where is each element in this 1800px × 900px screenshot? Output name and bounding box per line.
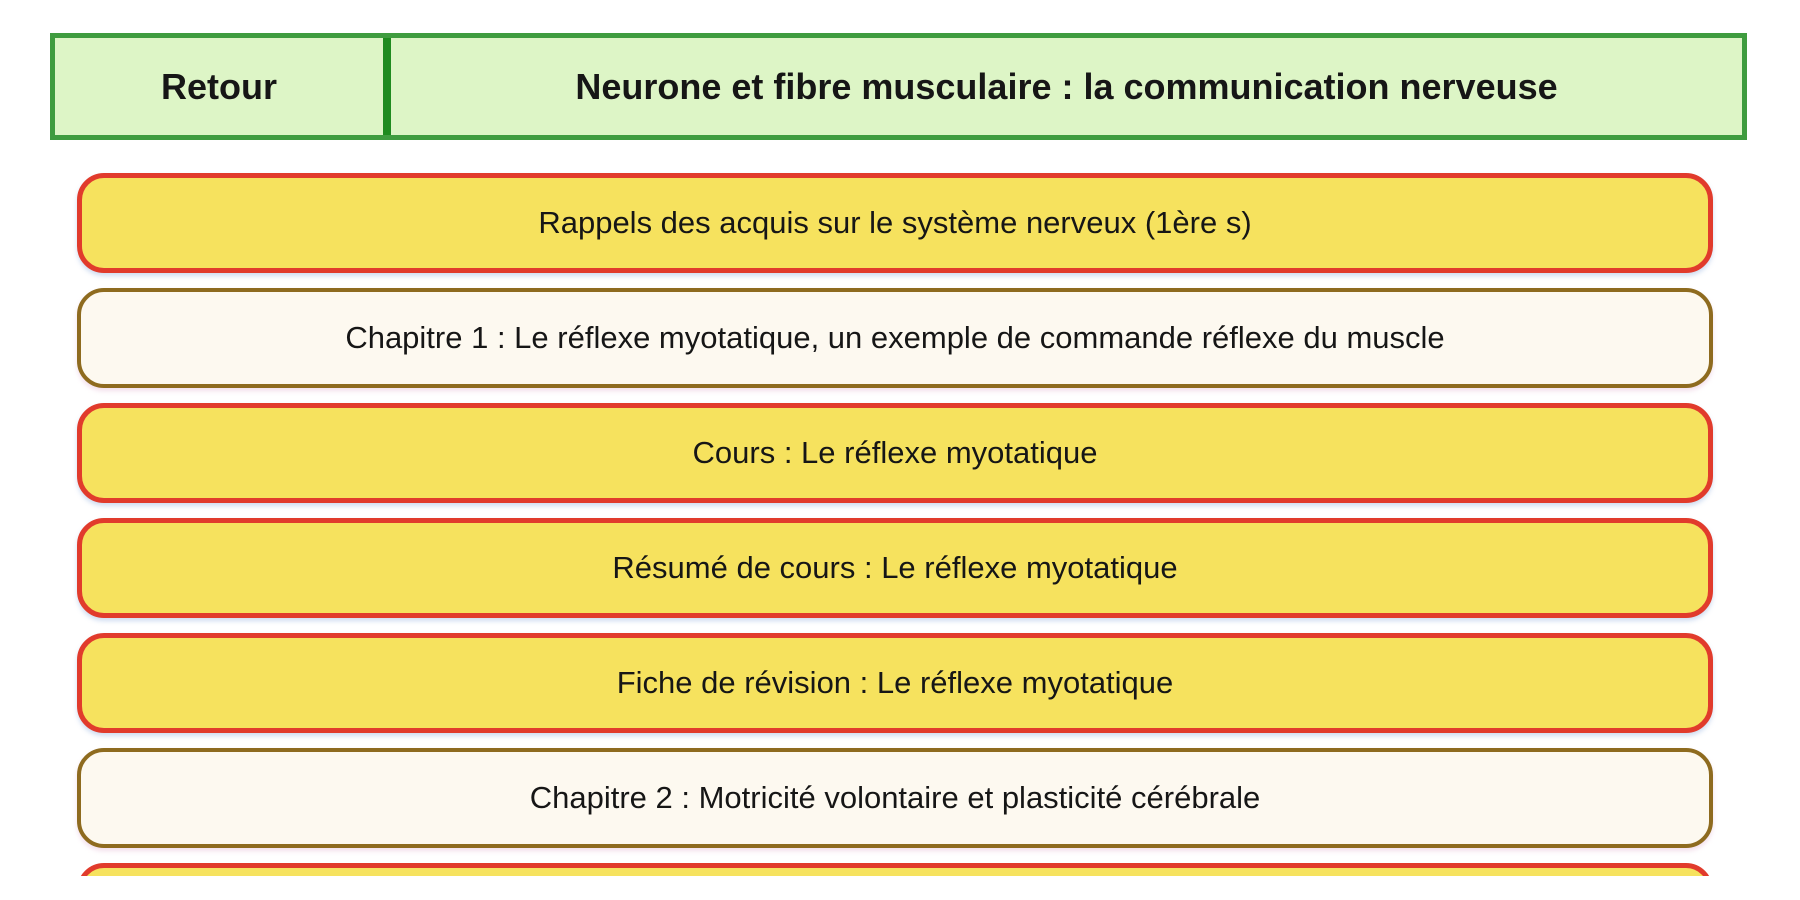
header-bar: Retour Neurone et fibre musculaire : la …: [50, 33, 1747, 140]
menu-item-cours-reflexe-myotatique[interactable]: Cours : Le réflexe myotatique: [77, 403, 1713, 503]
menu-item-chapitre-2[interactable]: Chapitre 2 : Motricité volontaire et pla…: [77, 748, 1713, 848]
menu-item-label: Rappels des acquis sur le système nerveu…: [538, 205, 1252, 240]
menu-item-chapitre-1[interactable]: Chapitre 1 : Le réflexe myotatique, un e…: [77, 288, 1713, 388]
header-divider: [383, 38, 391, 135]
menu-item-label: Cours : Le réflexe myotatique: [692, 435, 1098, 470]
menu-item-label: Chapitre 1 : Le réflexe myotatique, un e…: [345, 320, 1445, 355]
menu-item-label: Fiche de révision : Le réflexe myotatiqu…: [616, 665, 1174, 700]
menu-item-rappels-systeme-nerveux[interactable]: Rappels des acquis sur le système nerveu…: [77, 173, 1713, 273]
menu-item-partial-clip: [77, 863, 1713, 876]
back-button-label: Retour: [161, 65, 277, 107]
back-button[interactable]: Retour: [55, 38, 383, 135]
page-title: Neurone et fibre musculaire : la communi…: [575, 65, 1558, 107]
page-title-cell: Neurone et fibre musculaire : la communi…: [391, 38, 1742, 135]
menu-item-resume-de-cours[interactable]: Résumé de cours : Le réflexe myotatique: [77, 518, 1713, 618]
menu-item-label: Chapitre 2 : Motricité volontaire et pla…: [529, 780, 1261, 815]
menu-item-partial[interactable]: [77, 863, 1713, 876]
lesson-menu: Rappels des acquis sur le système nerveu…: [77, 173, 1713, 876]
menu-item-fiche-de-revision[interactable]: Fiche de révision : Le réflexe myotatiqu…: [77, 633, 1713, 733]
menu-item-label: Résumé de cours : Le réflexe myotatique: [612, 550, 1178, 585]
